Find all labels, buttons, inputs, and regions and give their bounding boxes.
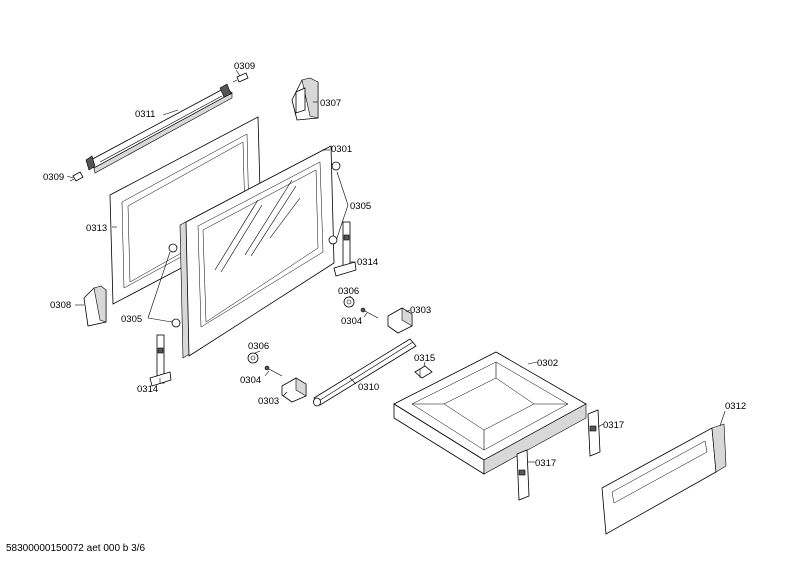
label-0309-top: 0309	[234, 61, 255, 72]
label-0317-left: 0317	[535, 458, 556, 469]
part-0302-tray	[393, 351, 587, 475]
label-0314-right: 0314	[357, 257, 378, 268]
label-0307: 0307	[320, 98, 341, 109]
label-0305-right: 0305	[350, 201, 371, 212]
label-0317-right: 0317	[603, 420, 624, 431]
label-0305-left: 0305	[121, 314, 142, 325]
leader-lines	[66, 69, 726, 463]
drawing-reference: 58300000150072 aet 000 b 3/6	[6, 543, 145, 554]
part-0306-roller-left	[247, 352, 259, 364]
part-0317-runner-right	[587, 409, 601, 457]
label-0311: 0311	[135, 109, 155, 120]
part-0303-guide-right	[387, 307, 413, 334]
part-0306-roller-right	[343, 296, 355, 308]
label-0304-right: 0304	[341, 316, 362, 327]
label-0314-left: 0314	[137, 384, 158, 395]
label-0306-right: 0306	[338, 286, 359, 297]
label-0315: 0315	[414, 353, 435, 364]
part-0310-handle-bar	[313, 338, 417, 407]
label-0301: 0301	[331, 144, 352, 155]
part-0311-door-trim	[85, 83, 233, 174]
part-0304-pin-right	[360, 307, 379, 319]
part-0304-pin-left	[264, 365, 283, 377]
part-0312-drawer-panel	[601, 423, 727, 535]
label-0313: 0313	[86, 223, 107, 234]
label-0310: 0310	[358, 382, 379, 393]
part-0309-screw-top	[232, 72, 249, 83]
part-0315-clip	[414, 365, 433, 379]
label-0303-right: 0303	[410, 305, 431, 316]
label-0312: 0312	[725, 401, 746, 412]
part-0314-hinge-left	[149, 334, 172, 387]
part-0314-hinge-right	[333, 221, 357, 277]
label-0304-left: 0304	[240, 375, 261, 386]
part-0308-bracket	[83, 285, 107, 327]
label-0303-left: 0303	[258, 396, 279, 407]
label-0309-left: 0309	[43, 172, 64, 183]
label-0302: 0302	[537, 358, 558, 369]
label-0308: 0308	[50, 300, 71, 311]
part-0309-screw-left	[69, 171, 84, 182]
part-0301-inner-door	[168, 145, 341, 359]
part-0317-runner-left	[516, 449, 530, 501]
part-0303-guide-left	[281, 377, 307, 403]
part-0307-bracket	[291, 77, 319, 121]
label-0306-left: 0306	[248, 341, 269, 352]
